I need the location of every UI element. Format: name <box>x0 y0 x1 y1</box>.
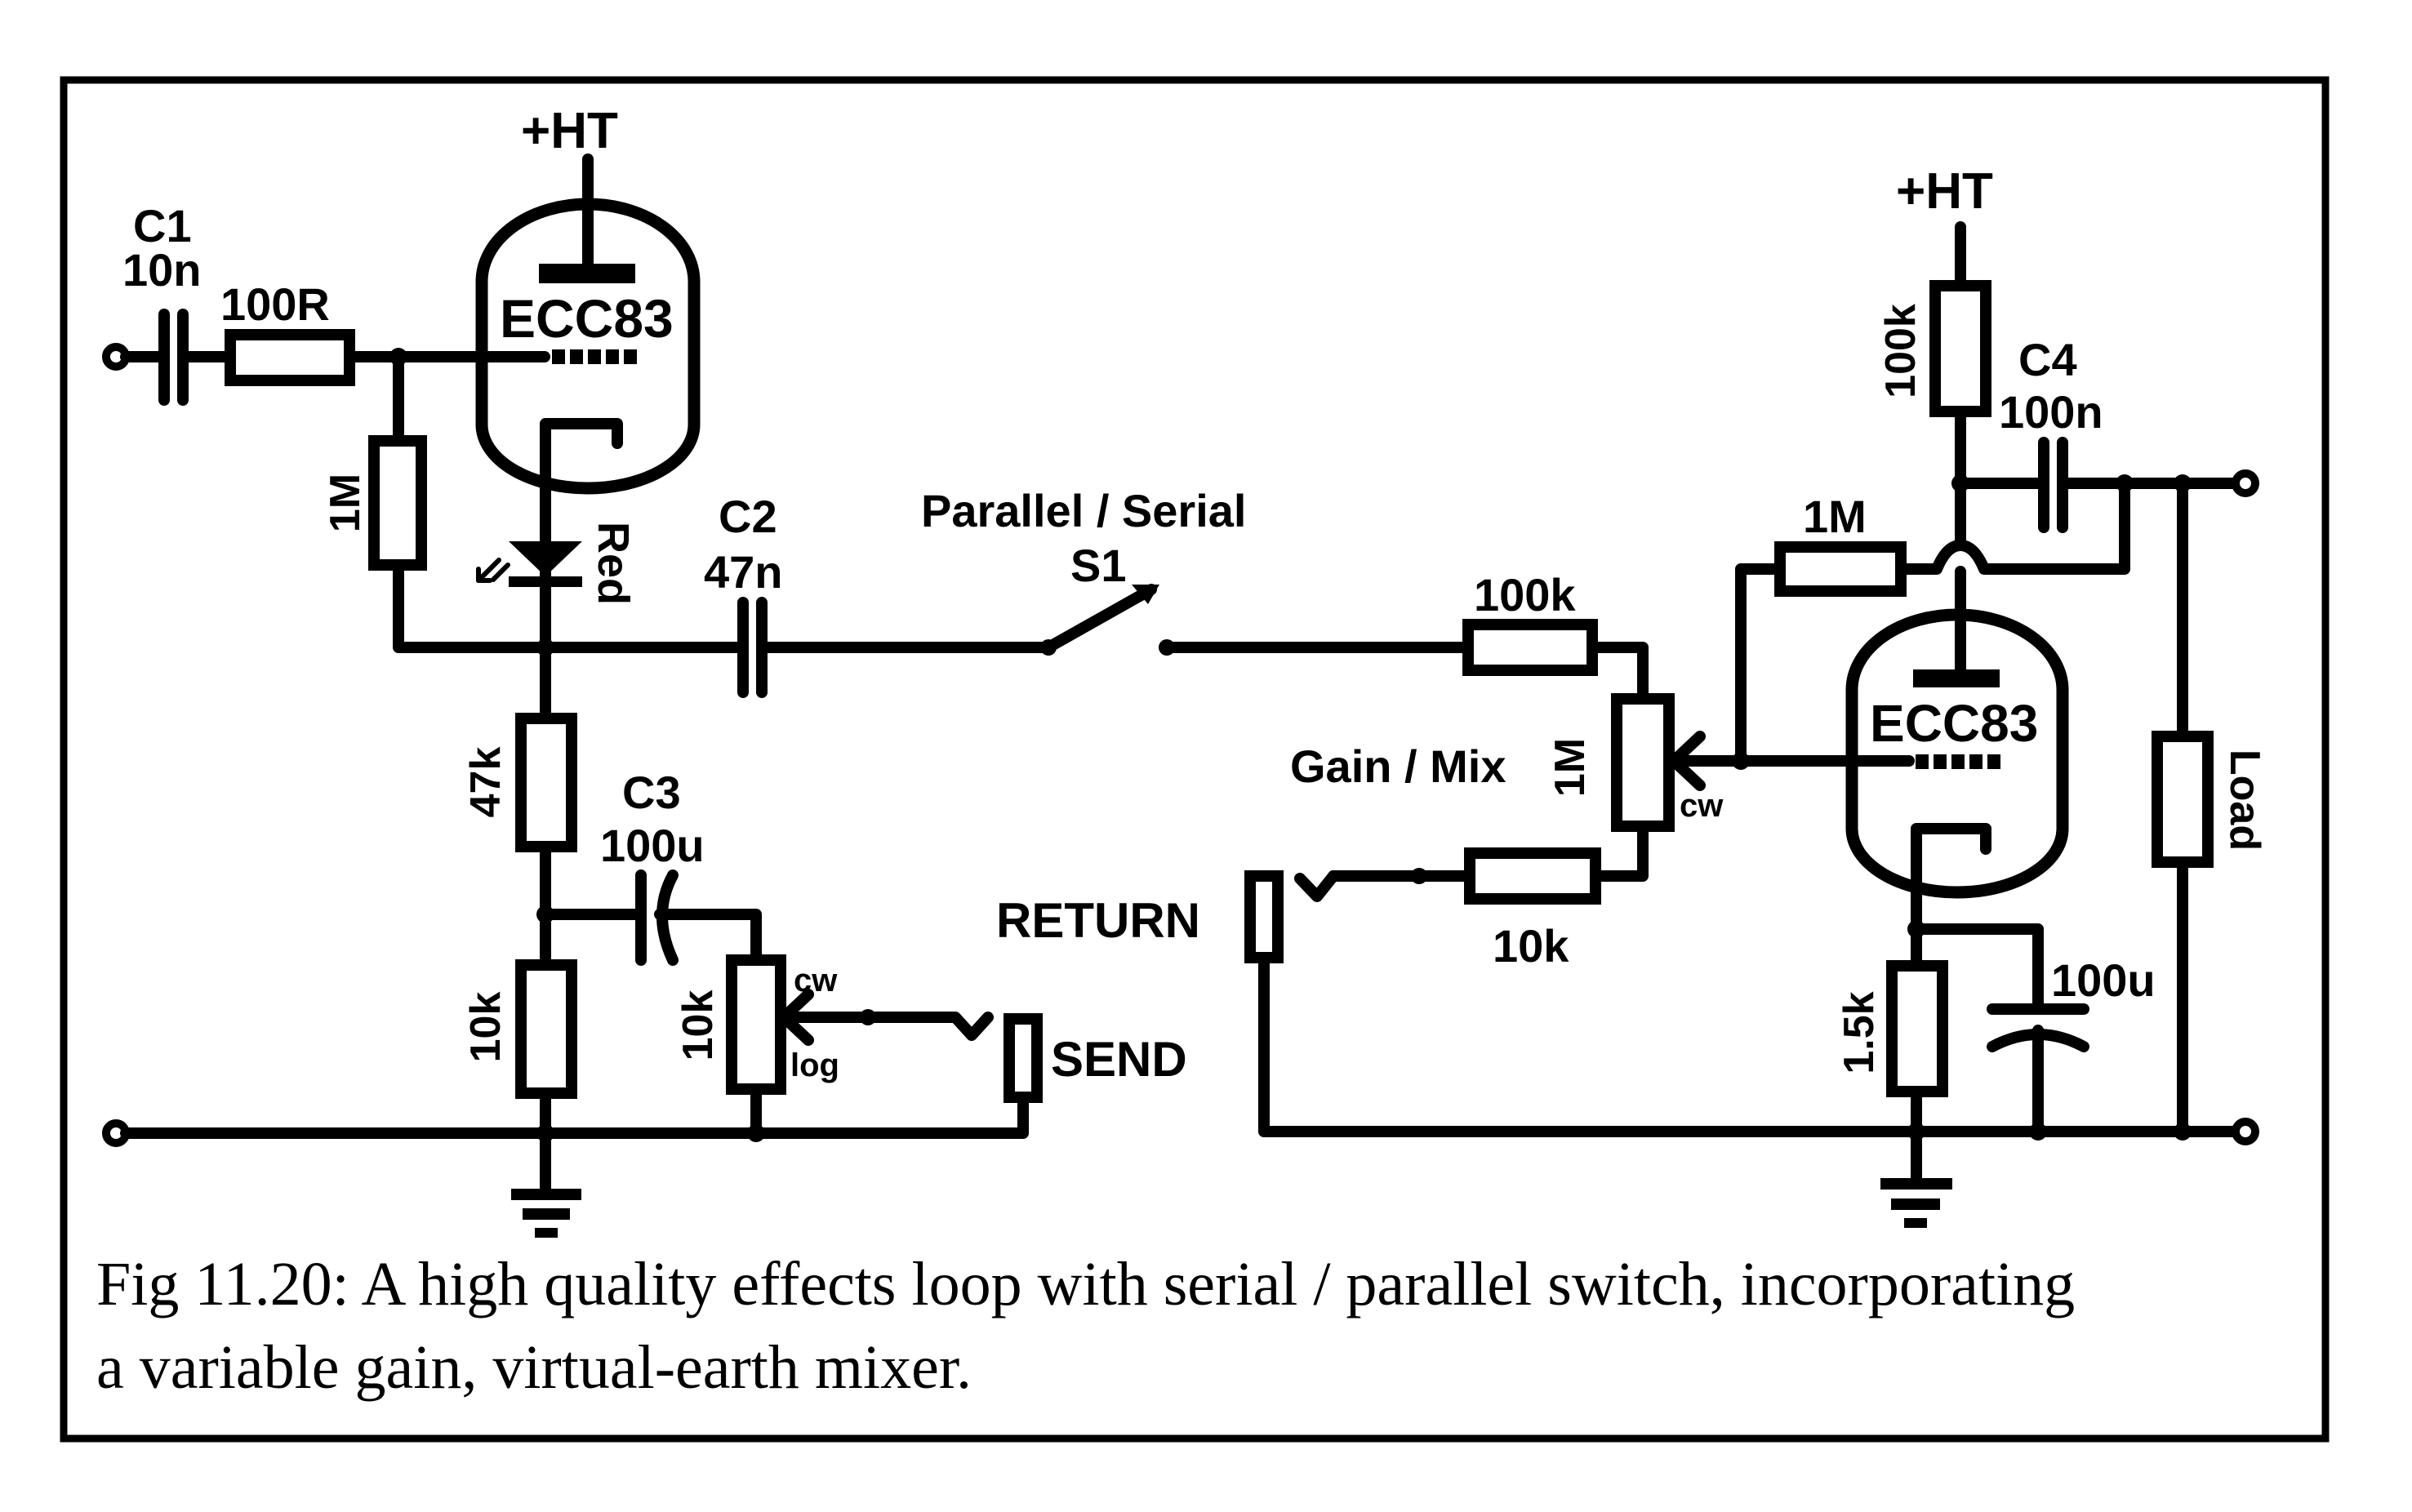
electrolytic-capacitor-cathode-icon <box>1987 1003 2089 1137</box>
load-resistor-icon <box>2152 731 2214 868</box>
c2-name-label: C2 <box>719 491 777 542</box>
c4-value-label: 100n <box>1999 386 2103 438</box>
figure-caption-line1: Fig 11.20: A high quality effects loop w… <box>96 1250 2075 1319</box>
output-terminal-icon <box>2232 469 2259 497</box>
send-jack-contact <box>862 1012 994 1041</box>
wire <box>1911 923 2044 1015</box>
output-ground-terminal-icon <box>2232 1118 2259 1145</box>
resistor-10k-return-icon <box>1464 847 1601 905</box>
resistor-100k-anode-icon <box>1929 280 1991 417</box>
junction-dot <box>2029 1123 2047 1141</box>
send-jack-icon[interactable] <box>1004 1013 1043 1103</box>
return-r-label: 10k <box>1493 920 1569 972</box>
cathode-c-label: 100u <box>2051 954 2156 1006</box>
mix-input-r-label: 100k <box>1474 569 1576 620</box>
gain-mix-pot-icon[interactable] <box>1611 693 1675 832</box>
switch-s1[interactable] <box>1040 584 1175 656</box>
switch-arrow-icon <box>1132 585 1159 604</box>
resistor-1k5-icon <box>1886 960 1948 1097</box>
ground-icon <box>1880 1126 1952 1228</box>
switch-arm-icon[interactable] <box>1043 584 1157 653</box>
c1-name-label: C1 <box>133 200 192 251</box>
c1-value-label: 10n <box>122 244 202 296</box>
return-jack-contact <box>1294 870 1339 902</box>
figure-frame <box>60 76 2330 1443</box>
valve-ecc83-stage2-icon <box>1735 566 2069 933</box>
wire <box>1586 642 1649 705</box>
resistor-100r-icon <box>225 329 355 386</box>
ground-icon <box>511 1127 581 1238</box>
switch-name-label: S1 <box>1070 540 1127 591</box>
return-jack-label: RETURN <box>996 893 1200 948</box>
c3-value-label: 100u <box>600 820 705 871</box>
ht-label-stage1: +HT <box>521 103 618 159</box>
resistor-1m-grid-icon <box>368 435 427 571</box>
send-pot-value-label: 10k <box>674 990 722 1061</box>
cathode-r-upper-label: 47k <box>462 747 510 818</box>
resistor-100k-mix-icon <box>1462 619 1598 676</box>
junction-dot <box>2174 1123 2192 1141</box>
wire <box>393 559 551 653</box>
wire <box>654 909 762 966</box>
anode-r-label: 100k <box>1877 304 1925 398</box>
stage2: +HT 100k C4 100n 1M <box>1732 163 2268 1228</box>
wire <box>1591 820 1649 882</box>
tube2-label: ECC83 <box>1870 694 2038 753</box>
feedback-wire-hop <box>1895 478 2130 575</box>
cathode-r-lower-label: 10k <box>462 992 510 1063</box>
wiper-arrow-icon <box>778 989 874 1046</box>
figure-caption-line2: a variable gain, virtual-earth mixer. <box>96 1333 972 1402</box>
return-jack-icon[interactable] <box>1244 870 1284 963</box>
tube1-label: ECC83 <box>500 288 674 349</box>
resistor-1m-feedback-icon <box>1774 541 1907 597</box>
c3-name-label: C3 <box>622 767 681 818</box>
load-label: Load <box>2221 749 2268 851</box>
junction-dot <box>1411 868 1427 884</box>
valve-ecc83-stage1-icon <box>475 153 701 545</box>
c4-name-label: C4 <box>2018 334 2077 385</box>
stage1: C1 10n 100R 1M ECC83 +HT <box>102 103 1187 1238</box>
feedback-r-label: 1M <box>1803 491 1867 542</box>
grid-stopper-label: 100R <box>220 278 330 330</box>
send-pot-taper-label: log <box>790 1047 839 1083</box>
gain-mix-value-label: 1M <box>1546 738 1594 797</box>
send-jack-label: SEND <box>1051 1032 1187 1087</box>
c2-value-label: 47n <box>704 546 783 598</box>
ht-label-stage2: +HT <box>1896 163 1993 220</box>
resistor-10k-icon <box>515 959 577 1099</box>
led-icon <box>476 482 582 653</box>
switch-label: Parallel / Serial <box>921 485 1246 536</box>
send-pot-icon[interactable] <box>726 954 786 1095</box>
gain-mix-cw-label: cw <box>1680 788 1724 824</box>
led-color-label: Red <box>589 522 638 605</box>
wiper-arrow-icon <box>1668 731 1747 791</box>
ground-rail <box>120 1092 1029 1139</box>
resistor-47k-icon <box>515 713 577 852</box>
cathode-r-label: 1.5k <box>1836 991 1883 1074</box>
junction-dot <box>747 1124 765 1142</box>
gain-mix-label: Gain / Mix <box>1290 740 1506 792</box>
send-pot-cw-label: cw <box>794 963 838 998</box>
wire <box>1735 563 1786 767</box>
grid-leak-label: 1M <box>322 474 369 532</box>
